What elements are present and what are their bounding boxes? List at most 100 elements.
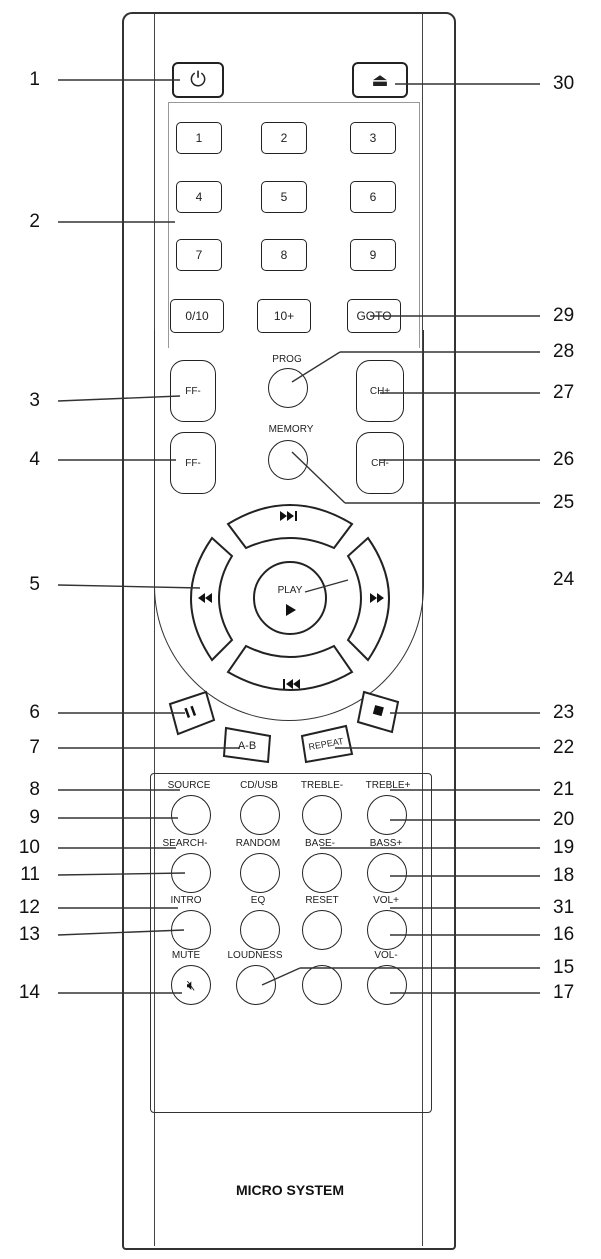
memory-button[interactable] bbox=[268, 440, 308, 480]
mute-label: MUTE bbox=[171, 950, 201, 961]
repeat-button[interactable] bbox=[300, 724, 354, 764]
play-button[interactable] bbox=[253, 561, 327, 635]
ch-minus-button[interactable]: CH- bbox=[356, 432, 404, 494]
callout-31: 31 bbox=[553, 897, 575, 918]
source-button[interactable] bbox=[171, 795, 211, 835]
callout-20: 20 bbox=[553, 809, 575, 830]
cd-usb-label: CD/USB bbox=[240, 780, 278, 791]
callout-23: 23 bbox=[553, 702, 575, 723]
navigation-ring bbox=[154, 330, 424, 721]
callout-3: 3 bbox=[29, 390, 40, 411]
memory-label: MEMORY bbox=[268, 424, 314, 435]
key-8[interactable]: 8 bbox=[261, 239, 307, 271]
key-10-plus[interactable]: 10+ bbox=[257, 299, 311, 333]
stop-icon bbox=[372, 705, 384, 717]
callout-24: 24 bbox=[553, 569, 575, 590]
callout-14: 14 bbox=[18, 982, 40, 1003]
next-track-button[interactable] bbox=[226, 504, 354, 550]
treble-minus-label: TREBLE- bbox=[300, 780, 344, 791]
vol-plus-label: VOL+ bbox=[373, 895, 399, 906]
cd-usb-button[interactable] bbox=[240, 795, 280, 835]
key-5[interactable]: 5 bbox=[261, 181, 307, 213]
prog-label: PROG bbox=[272, 354, 302, 365]
callout-21: 21 bbox=[553, 779, 575, 800]
remote-inner-edge-right bbox=[422, 14, 423, 1246]
ch-plus-button[interactable]: CH+ bbox=[356, 360, 404, 422]
previous-track-button[interactable] bbox=[226, 644, 354, 691]
callout-28: 28 bbox=[553, 341, 575, 362]
base-minus-button[interactable] bbox=[302, 853, 342, 893]
eq-button[interactable] bbox=[240, 910, 280, 950]
callout-9: 9 bbox=[29, 807, 40, 828]
source-label: SOURCE bbox=[167, 780, 211, 791]
ab-button[interactable] bbox=[222, 726, 272, 764]
pause-button[interactable] bbox=[168, 690, 216, 736]
callout-25: 25 bbox=[553, 492, 575, 513]
reset-button[interactable] bbox=[302, 910, 342, 950]
random-label: RANDOM bbox=[235, 838, 281, 849]
callout-5: 5 bbox=[29, 574, 40, 595]
callout-13: 13 bbox=[18, 924, 40, 945]
callout-18: 18 bbox=[553, 865, 575, 886]
key-0-10[interactable]: 0/10 bbox=[170, 299, 224, 333]
previous-track-icon bbox=[283, 679, 300, 689]
loudness-button[interactable] bbox=[236, 965, 276, 1005]
random-button[interactable] bbox=[240, 853, 280, 893]
key-4[interactable]: 4 bbox=[176, 181, 222, 213]
callout-17: 17 bbox=[553, 982, 575, 1003]
reset-label: RESET bbox=[305, 895, 339, 906]
treble-plus-label: TREBLE+ bbox=[365, 780, 411, 791]
callout-16: 16 bbox=[553, 924, 575, 945]
power-icon: ⏻ bbox=[190, 68, 206, 91]
keypad-frame bbox=[168, 102, 420, 348]
lower-button-panel bbox=[150, 773, 432, 1113]
vol-minus-button[interactable] bbox=[367, 965, 407, 1005]
callout-26: 26 bbox=[553, 449, 575, 470]
pause-icon bbox=[184, 705, 197, 719]
fast-forward-button[interactable] bbox=[346, 536, 390, 662]
brand-label: MICRO SYSTEM bbox=[235, 1182, 345, 1198]
eject-button[interactable]: ⏏ bbox=[352, 62, 408, 98]
loudness-label: LOUDNESS bbox=[227, 950, 283, 961]
bass-plus-button[interactable] bbox=[367, 853, 407, 893]
key-6[interactable]: 6 bbox=[350, 181, 396, 213]
vol-minus-label: VOL- bbox=[374, 950, 398, 961]
play-label: PLAY bbox=[277, 585, 303, 596]
treble-minus-button[interactable] bbox=[302, 795, 342, 835]
callout-10: 10 bbox=[18, 837, 40, 858]
mute-speaker-icon: 🔇︎ bbox=[186, 976, 196, 993]
callout-15: 15 bbox=[553, 957, 575, 978]
intro-label: INTRO bbox=[170, 895, 202, 906]
callout-7: 7 bbox=[29, 737, 40, 758]
callout-2: 2 bbox=[29, 211, 40, 232]
callout-30: 30 bbox=[553, 73, 575, 94]
ff-minus-button[interactable]: FF- bbox=[170, 360, 216, 422]
mute-button[interactable]: 🔇︎ bbox=[171, 965, 211, 1005]
callout-8: 8 bbox=[29, 779, 40, 800]
fast-forward-icon bbox=[370, 593, 384, 603]
key-7[interactable]: 7 bbox=[176, 239, 222, 271]
play-icon bbox=[286, 604, 296, 616]
treble-plus-button[interactable] bbox=[367, 795, 407, 835]
callout-22: 22 bbox=[553, 737, 575, 758]
callout-1: 1 bbox=[29, 69, 40, 90]
next-track-icon bbox=[280, 511, 297, 521]
callout-29: 29 bbox=[553, 305, 575, 326]
eject-icon: ⏏ bbox=[371, 69, 389, 90]
callout-19: 19 bbox=[553, 837, 575, 858]
prog-button[interactable] bbox=[268, 368, 308, 408]
callout-12: 12 bbox=[18, 897, 40, 918]
key-2[interactable]: 2 bbox=[261, 122, 307, 154]
rewind-icon bbox=[198, 593, 212, 603]
key-3[interactable]: 3 bbox=[350, 122, 396, 154]
vol-plus-button[interactable] bbox=[367, 910, 407, 950]
key-1[interactable]: 1 bbox=[176, 122, 222, 154]
key-9[interactable]: 9 bbox=[350, 239, 396, 271]
ff-button[interactable]: FF- bbox=[170, 432, 216, 494]
remote-inner-edge-left bbox=[154, 14, 155, 1246]
callout-4: 4 bbox=[29, 449, 40, 470]
blank-button[interactable] bbox=[302, 965, 342, 1005]
bass-plus-label: BASS+ bbox=[369, 838, 403, 849]
